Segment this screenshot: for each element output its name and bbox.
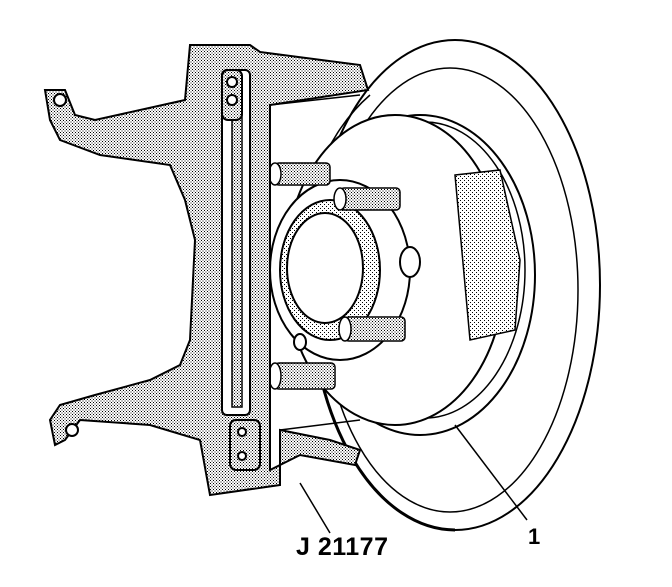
wheel-stud-3 — [338, 316, 406, 342]
leader-lines — [299, 424, 528, 534]
leader-line-tool — [299, 482, 331, 534]
wheel-stud-1 — [268, 162, 331, 186]
wheel-stud-4 — [268, 362, 336, 390]
part-callout-number: 1 — [528, 524, 541, 549]
tool-bracket — [43, 44, 370, 497]
wheel-stud-2 — [333, 187, 401, 211]
wheel-studs — [268, 162, 406, 390]
leader-line-part-1 — [454, 424, 528, 521]
tool-callout-label: J 21177 — [296, 533, 389, 561]
